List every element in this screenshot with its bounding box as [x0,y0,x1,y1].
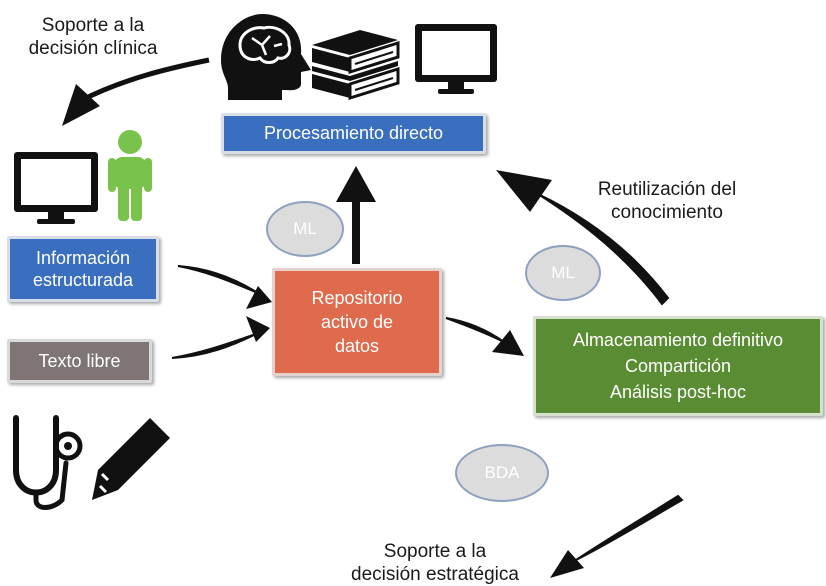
box-text: estructurada [32,270,134,290]
ml-oval-right: ML [525,245,601,301]
ml-oval-left: ML [266,201,344,257]
box-text: datos [334,336,380,356]
arrow-repository-to-storage [445,317,524,356]
monitor-icon [415,24,497,94]
oval-text: ML [551,263,575,282]
label-line: conocimiento [611,202,723,223]
arrow-knowledge-reuse [496,170,670,306]
arrow-to-strategic-support [550,494,684,578]
monitor-icon [14,152,98,224]
box-text: Análisis post-hoc [609,382,747,402]
pencil-icon [92,418,170,500]
final-storage-box: Almacenamiento definitivo Compartición A… [533,316,823,416]
arrow-to-clinical-support [62,57,210,126]
stethoscope-icon [13,415,83,510]
box-text: Procesamiento directo [263,123,444,143]
box-text: activo de [320,312,394,332]
arrow-freetext-to-repository [171,316,270,359]
books-icon [312,30,400,101]
person-icon [108,130,152,221]
knowledge-reuse-label: Reutilización del conocimiento [572,178,762,224]
arrow-structured-to-repository [177,265,272,309]
clinical-support-label: Soporte a la decisión clínica [8,14,178,60]
bda-oval: BDA [455,444,549,502]
strategic-support-label: Soporte a la decisión estratégica [330,540,540,586]
oval-text: BDA [484,463,520,482]
box-text: Texto libre [38,350,121,371]
oval-text: ML [293,219,317,238]
brain-head-icon [221,14,311,100]
label-line: decisión estratégica [351,564,519,585]
label-line: decisión clínica [28,38,158,59]
box-text: Almacenamiento definitivo [572,330,784,350]
label-line: Soporte a la [41,15,145,36]
box-text: Compartición [624,356,732,376]
label-line: Reutilización del [597,179,737,200]
arrow-repository-to-processing [336,166,376,264]
direct-processing-box: Procesamiento directo [221,113,486,154]
active-repository-box: Repositorio activo de datos [272,268,442,376]
free-text-box: Texto libre [7,339,152,383]
box-text: Información [35,248,131,268]
box-text: Repositorio [311,288,403,308]
structured-info-box: Información estructurada [7,236,159,302]
label-line: Soporte a la [383,541,487,562]
